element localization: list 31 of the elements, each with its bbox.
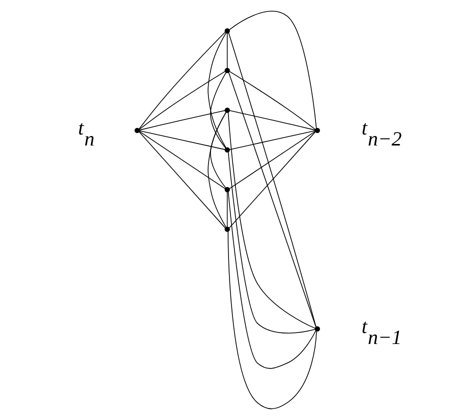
connector [228, 10, 317, 129]
connector [210, 72, 226, 148]
node-circle [314, 326, 320, 332]
connector [229, 130, 316, 189]
connector [228, 132, 316, 228]
connector [229, 71, 316, 130]
connector [229, 110, 316, 130]
connector [226, 32, 228, 68]
node-circle [224, 186, 230, 192]
node-circle [224, 68, 230, 74]
connector [208, 32, 226, 148]
connector [229, 130, 316, 150]
connector [228, 231, 317, 410]
connector [208, 112, 226, 228]
node-circle [224, 147, 230, 153]
node-circle [134, 128, 140, 134]
connector [228, 112, 316, 329]
connector [226, 192, 228, 228]
node-circle [224, 108, 230, 113]
connector [139, 110, 226, 130]
connector [138, 71, 226, 130]
connector [228, 191, 316, 369]
connector [138, 32, 226, 130]
connector [210, 112, 226, 188]
connector [228, 152, 316, 334]
connector [138, 131, 226, 228]
connector [139, 131, 226, 190]
connector [139, 130, 226, 150]
node-circle [224, 226, 230, 232]
node-circle [314, 128, 320, 134]
node-circle [224, 28, 230, 34]
